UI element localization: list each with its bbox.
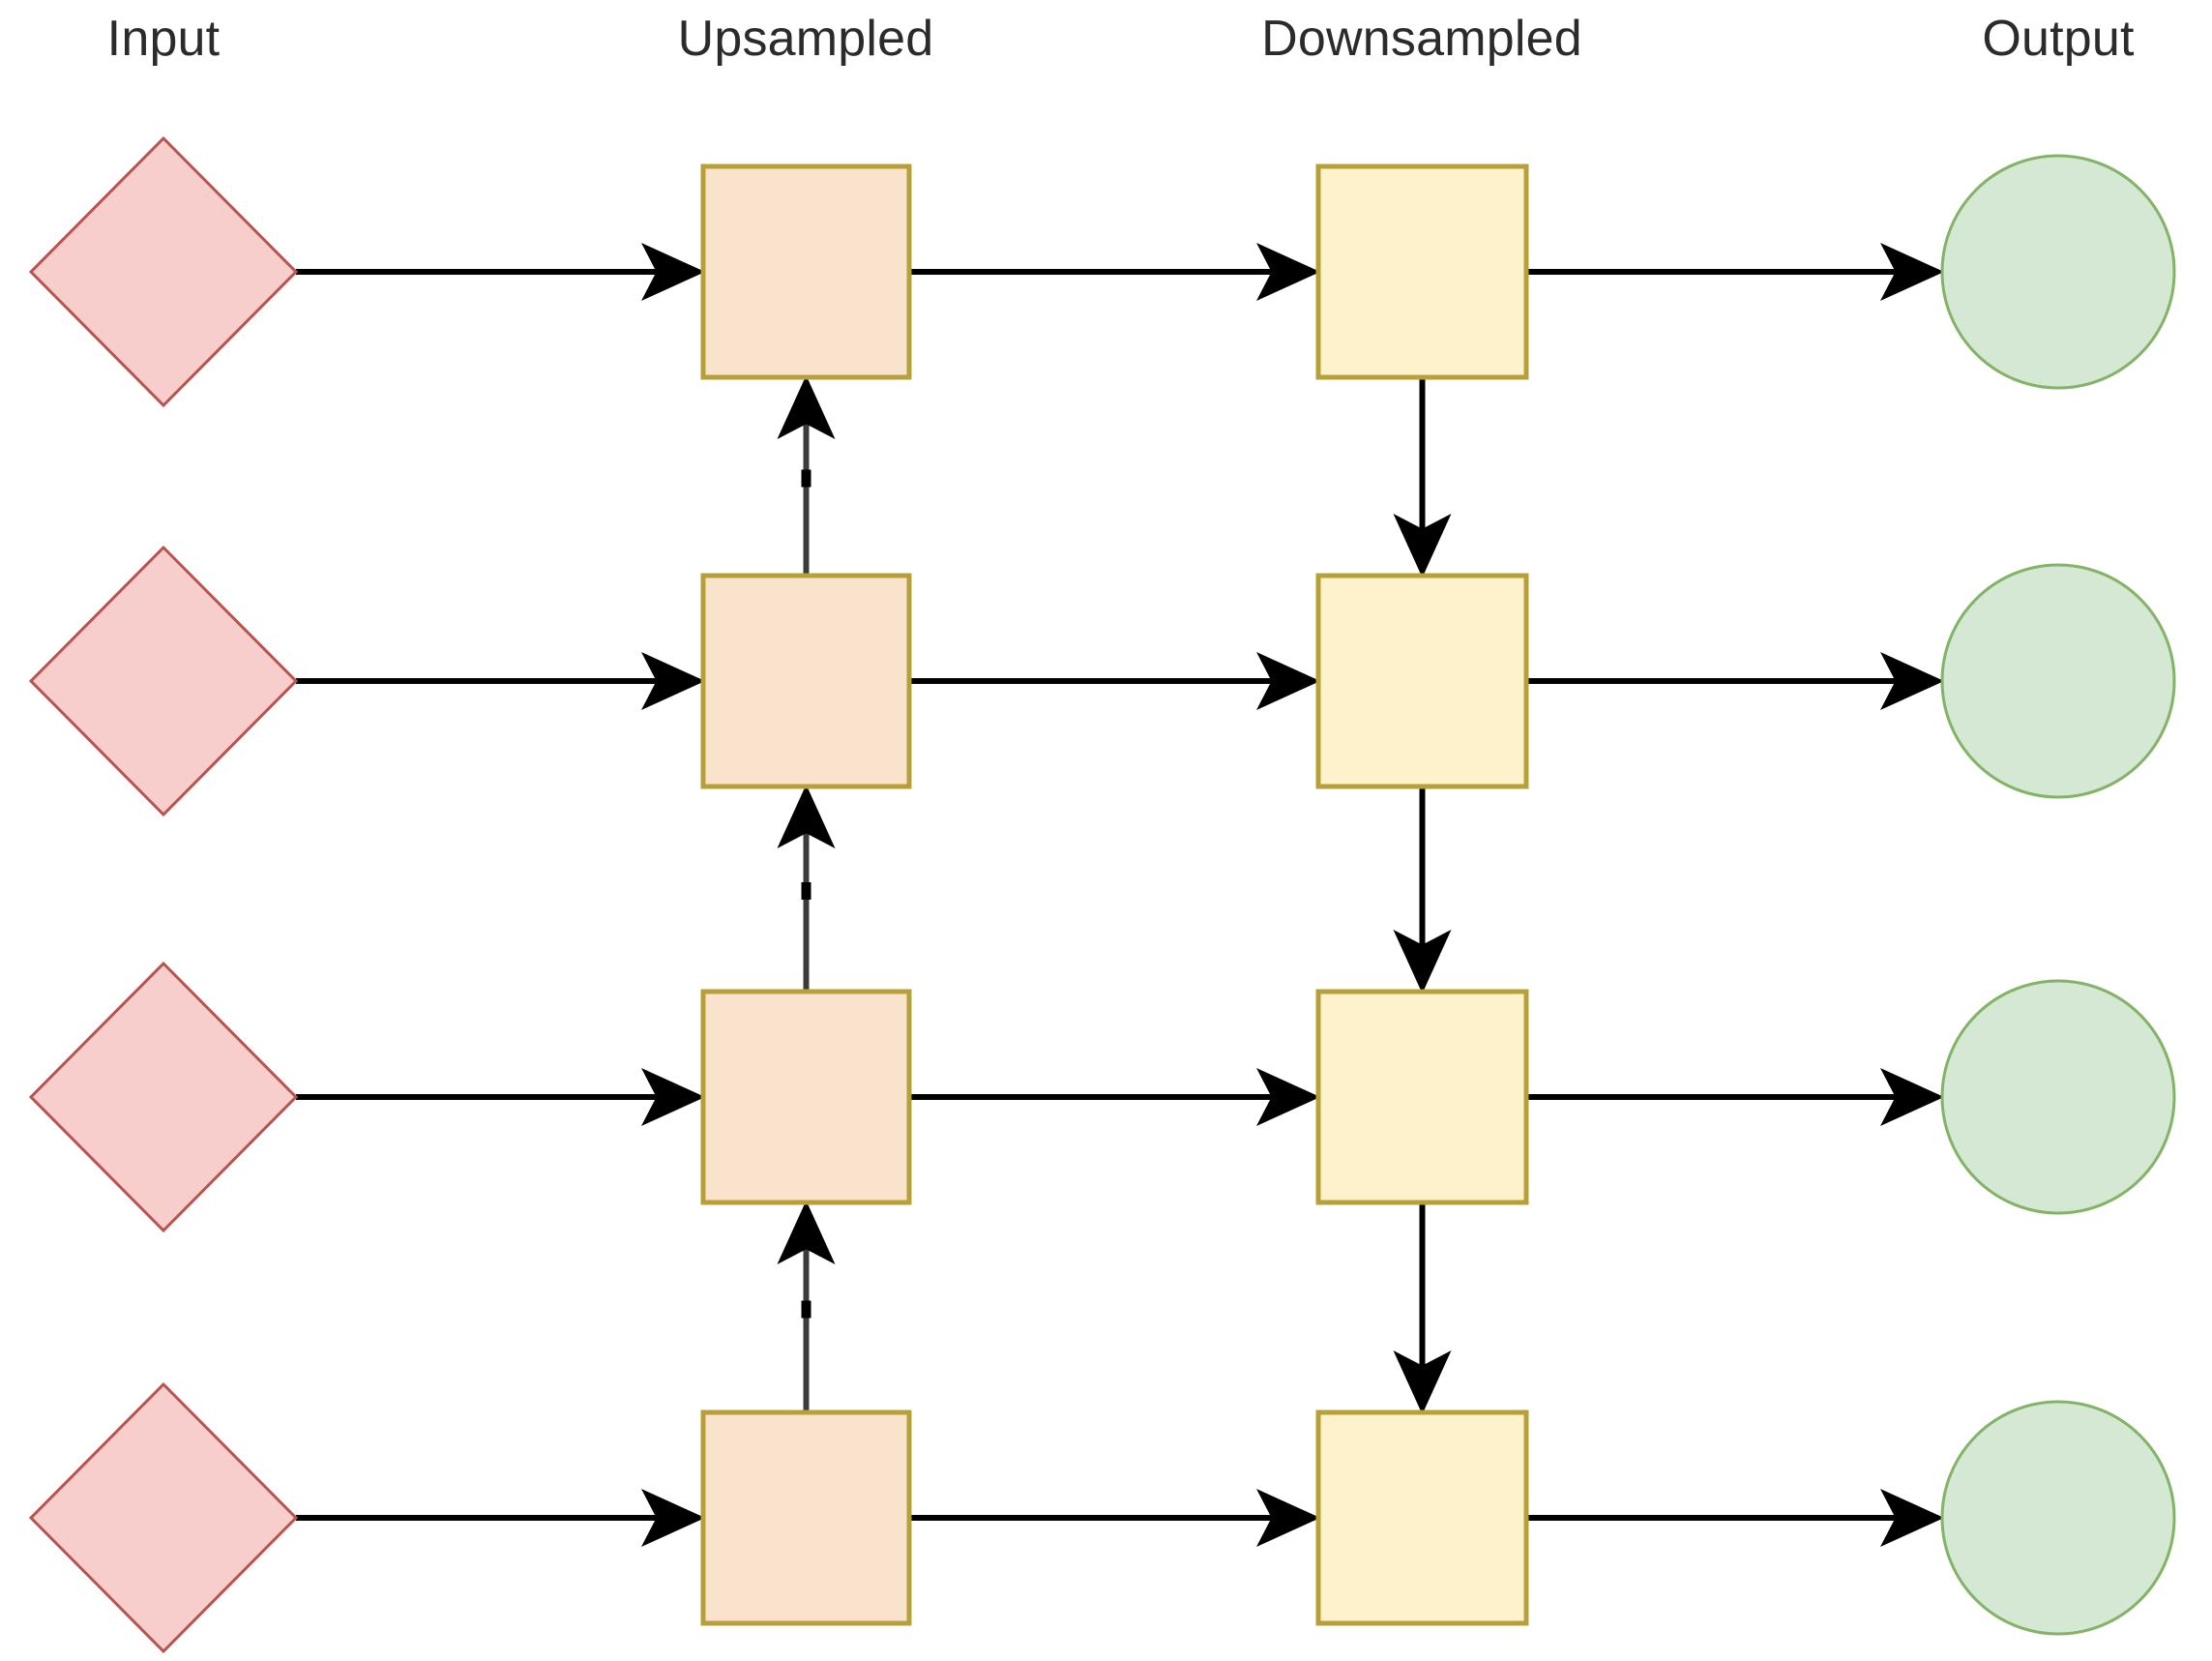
node-output-row2[interactable]	[1940, 563, 2176, 799]
node-output-row1[interactable]	[1940, 154, 2176, 390]
node-input-row3[interactable]	[28, 961, 299, 1233]
edge-upsampled-row4-to-row3-midpoint-tick	[801, 1300, 811, 1319]
node-upsampled-row4[interactable]	[700, 1409, 912, 1626]
node-downsampled-row1[interactable]	[1315, 163, 1529, 380]
node-upsampled-row1[interactable]	[700, 163, 912, 380]
node-input-row4[interactable]	[28, 1381, 299, 1654]
edge-upsampled-row2-to-row1-midpoint-tick	[801, 469, 811, 488]
column-label-upsampled: Upsampled	[677, 11, 934, 67]
column-label-input: Input	[106, 11, 221, 67]
edge-upsampled-row3-to-row2-midpoint-tick	[801, 882, 811, 900]
node-downsampled-row2[interactable]	[1315, 573, 1529, 789]
node-output-row3[interactable]	[1940, 979, 2176, 1215]
edges-layer	[296, 243, 1944, 1547]
node-input-row1[interactable]	[28, 135, 299, 408]
node-output-row4[interactable]	[1940, 1400, 2176, 1636]
node-downsampled-row4[interactable]	[1315, 1409, 1529, 1626]
node-upsampled-row3[interactable]	[700, 989, 912, 1205]
column-label-downsampled: Downsampled	[1261, 11, 1582, 67]
column-label-output: Output	[1982, 11, 2135, 67]
nodes-layer	[28, 135, 2176, 1654]
node-input-row2[interactable]	[28, 545, 299, 817]
node-upsampled-row2[interactable]	[700, 573, 912, 789]
node-downsampled-row3[interactable]	[1315, 989, 1529, 1205]
